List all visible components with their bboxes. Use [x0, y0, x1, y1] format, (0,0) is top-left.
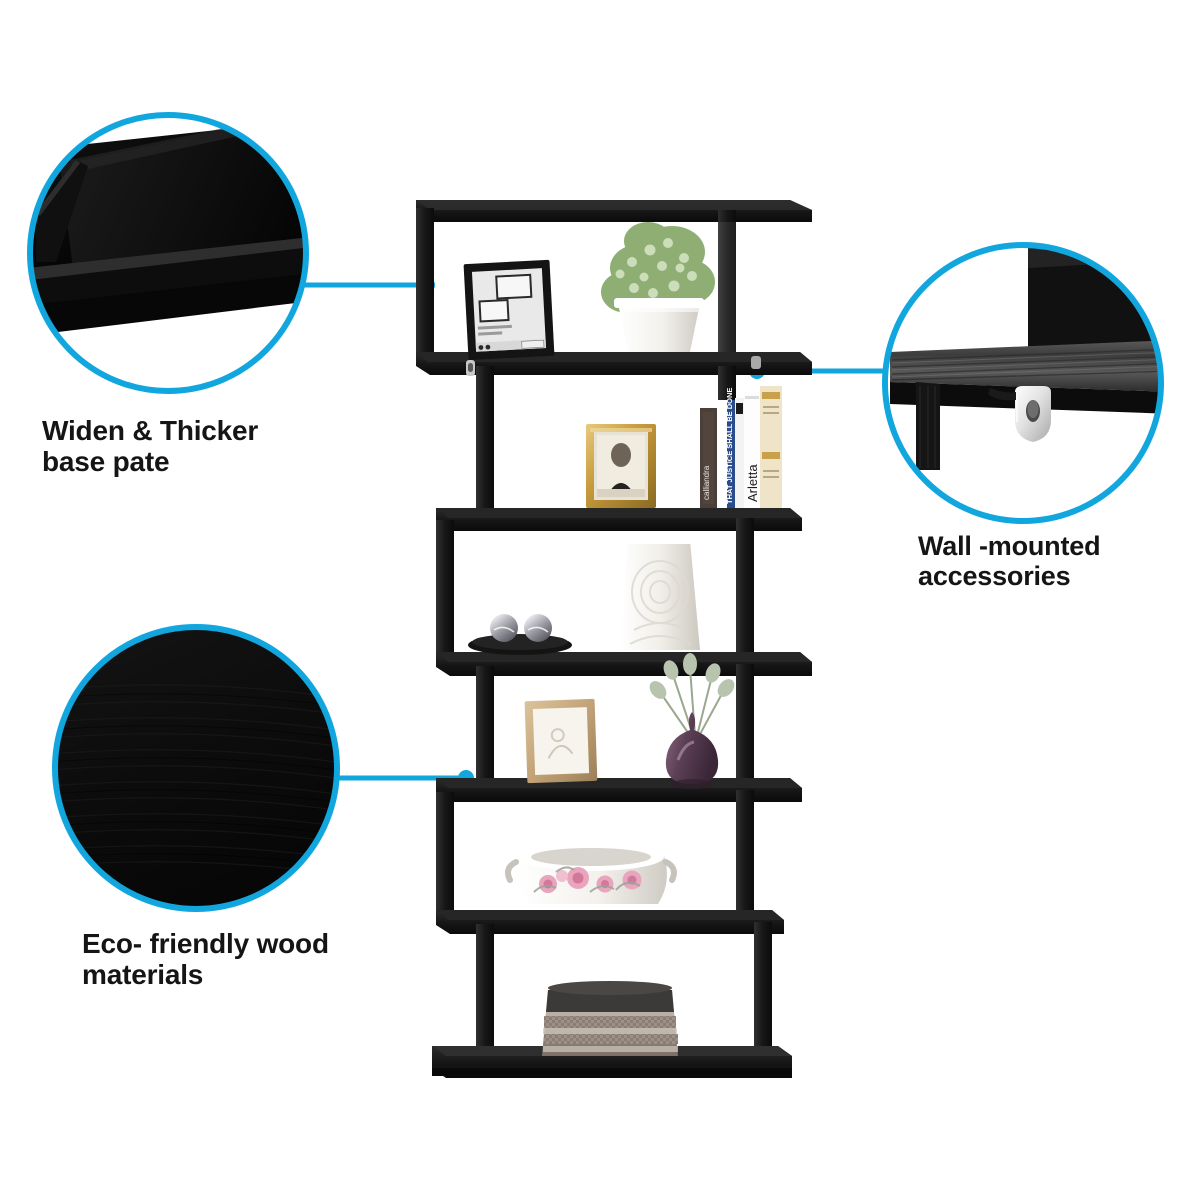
decor-potted-plant [601, 222, 715, 352]
callout-circle-wall-mount [882, 242, 1164, 524]
decor-woven-basket [542, 981, 678, 1056]
decor-floral-planter [505, 843, 677, 904]
decor-black-picture-frame [463, 259, 555, 361]
decor-wooden-picture-frame [524, 698, 598, 784]
callout-circle-base-plate [27, 112, 309, 394]
product-bookcase: calliandra THAT JUSTICE SHALL BE DONE Ar… [416, 200, 812, 1078]
decor-gold-picture-frame [586, 424, 656, 508]
svg-text:THAT JUSTICE SHALL BE DONE: THAT JUSTICE SHALL BE DONE [725, 388, 734, 504]
shelf-tier-4 [436, 664, 802, 802]
decor-purple-glass-vase [649, 653, 735, 789]
wall-mount-bracket-icon [1015, 386, 1051, 442]
callout-label-wall-mount: Wall -mounted accessories [918, 531, 1101, 592]
svg-text:Arletta: Arletta [745, 464, 760, 502]
decor-white-textured-vase [620, 538, 700, 650]
callout-label-base-plate: Widen & Thicker base pate [42, 415, 259, 478]
svg-text:calliandra: calliandra [702, 465, 711, 500]
callout-label-eco-wood: Eco- friendly wood materials [82, 928, 329, 991]
shelf-tier-6 [432, 922, 792, 1078]
shelf-bracket-right-icon [751, 356, 761, 369]
shelf-tier-5 [436, 790, 784, 934]
shelf-bracket-left-icon [466, 360, 475, 376]
shelf-tier-2 [436, 356, 802, 531]
decor-book-row: calliandra THAT JUSTICE SHALL BE DONE Ar… [700, 386, 782, 508]
callout-circle-eco-wood [52, 624, 340, 912]
shelf-tier-1 [416, 200, 812, 375]
decor-tray-with-silver-balls [468, 614, 572, 655]
